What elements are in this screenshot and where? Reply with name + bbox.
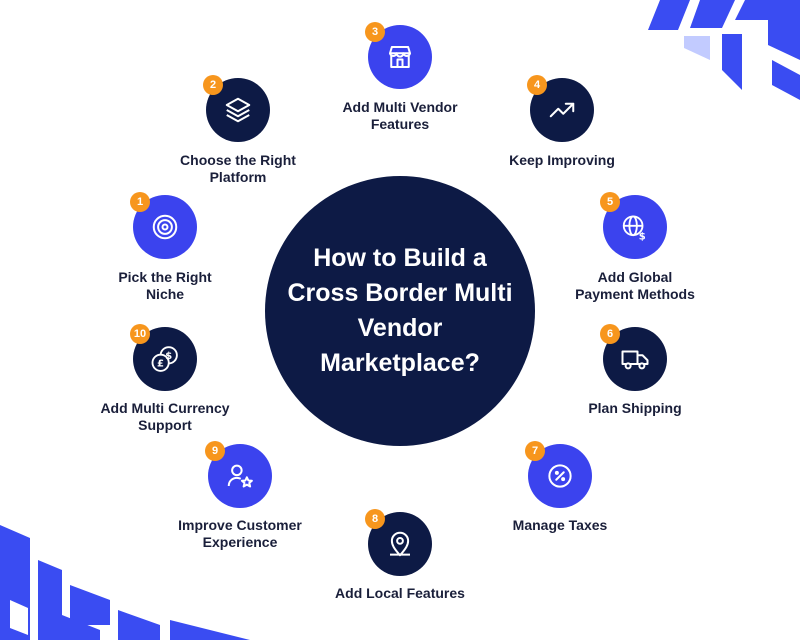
globe-dollar-icon: $ <box>622 215 646 243</box>
step-5-icon-circle[interactable]: 5 $ <box>600 192 667 259</box>
step-7-icon-circle[interactable]: 7 <box>525 441 592 508</box>
step-9-badge: 9 <box>205 441 225 461</box>
step-10-badge: 10 <box>130 324 150 344</box>
target-icon <box>152 214 178 240</box>
top-right-corner-decoration <box>648 0 800 100</box>
step-1-badge: 1 <box>130 192 150 212</box>
step-6-badge: 6 <box>600 324 620 344</box>
svg-text:$: $ <box>165 351 172 362</box>
center-title-circle: How to Build a Cross Border Multi Vendor… <box>265 176 535 446</box>
step-3-label: Add Multi Vendor Features <box>342 99 458 132</box>
step-4-icon-circle[interactable]: 4 <box>527 75 594 142</box>
svg-text:£: £ <box>157 359 164 370</box>
bottom-left-corner-decoration <box>0 525 250 640</box>
storefront-icon <box>389 46 411 68</box>
center-title: How to Build a Cross Border Multi Vendor… <box>287 244 513 377</box>
trending-up-icon <box>549 102 575 118</box>
step-1-label: Pick the Right Niche <box>118 269 212 302</box>
step-9-icon-circle[interactable]: 9 <box>205 441 272 508</box>
svg-text:$: $ <box>639 232 646 243</box>
step-4-label: Keep Improving <box>509 152 615 168</box>
step-8-icon-circle[interactable]: 8 <box>365 509 432 576</box>
step-7-label: Manage Taxes <box>512 517 608 533</box>
step-6-icon-circle[interactable]: 6 <box>600 324 667 391</box>
user-star-icon <box>227 464 253 488</box>
step-8-label: Add Local Features <box>335 585 465 601</box>
step-2-badge: 2 <box>203 75 223 95</box>
step-8-badge: 8 <box>365 509 385 529</box>
step-10-label: Add Multi Currency Support <box>100 400 230 433</box>
step-2-icon-circle[interactable]: 2 <box>203 75 270 142</box>
step-7-badge: 7 <box>525 441 545 461</box>
step-10-icon-circle[interactable]: 10 $ £ <box>130 324 197 391</box>
step-1-icon-circle[interactable]: 1 <box>130 192 197 259</box>
step-2-label: Choose the Right Platform <box>180 152 296 185</box>
step-3-badge: 3 <box>365 22 385 42</box>
step-5-badge: 5 <box>600 192 620 212</box>
step-9-label: Improve Customer Experience <box>178 517 302 550</box>
step-6-label: Plan Shipping <box>588 400 682 416</box>
step-4-badge: 4 <box>527 75 547 95</box>
tax-badge-icon <box>548 464 572 488</box>
step-5-label: Add Global Payment Methods <box>575 269 695 302</box>
truck-icon <box>621 350 649 370</box>
layers-icon <box>225 97 251 123</box>
location-pin-icon <box>390 531 410 557</box>
currency-coins-icon: $ £ <box>151 346 178 372</box>
step-3-icon-circle[interactable]: 3 <box>365 22 432 89</box>
